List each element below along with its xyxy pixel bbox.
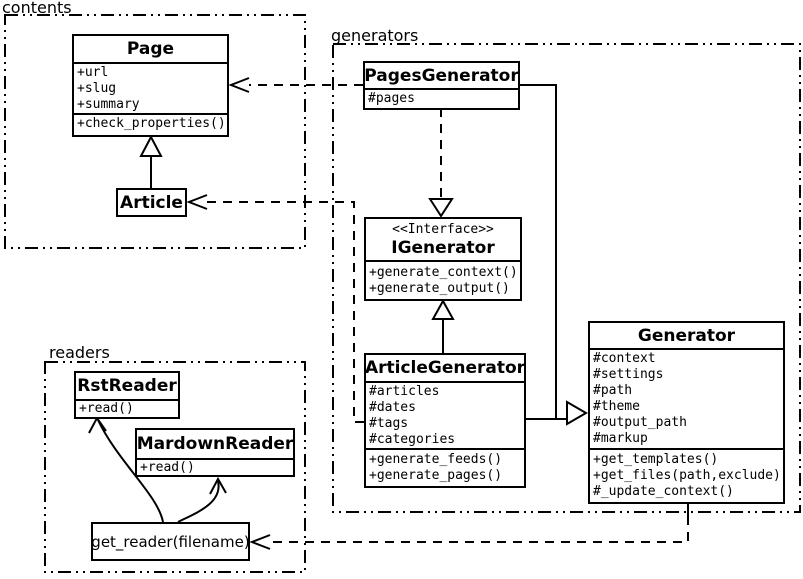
articlegenerator-to-article-dependency-arrowhead <box>186 194 208 210</box>
class-articlegenerator-title: ArticleGenerator <box>366 358 524 378</box>
contents-package-label: contents <box>2 0 72 17</box>
class-igenerator: <<Interface>> IGenerator +generate_conte… <box>364 217 522 301</box>
method: +generate_context() <box>369 265 518 280</box>
method: +generate_output() <box>369 281 510 296</box>
class-rstreader: RstReader +read() <box>74 371 180 419</box>
method: +read() <box>79 401 134 416</box>
attribute: #pages <box>368 91 415 106</box>
readers-package-border <box>44 361 306 573</box>
class-mardownreader-title: MardownReader <box>137 434 293 454</box>
attribute: #articles <box>369 384 440 399</box>
get-reader-function-box: get_reader(filename) <box>91 522 250 561</box>
attribute: #tags <box>369 416 409 431</box>
class-page: Page +url +slug +summary +check_properti… <box>72 34 229 137</box>
class-articlegenerator-attributes: #articles #dates #tags #categories <box>366 381 524 448</box>
class-igenerator-title: IGenerator <box>391 238 495 258</box>
class-generator-methods: +get_templates() +get_files(path,exclude… <box>590 448 783 502</box>
class-pagesgenerator-attributes: #pages <box>365 88 518 108</box>
articlegenerator-to-article-dependency-line <box>207 201 364 423</box>
class-generator: Generator #context #settings #path #them… <box>588 321 785 504</box>
pagesgenerator-to-generator-inheritance-line <box>519 84 567 420</box>
method: +get_files(path,exclude) <box>593 468 781 483</box>
generator-to-getreader-dependency-line <box>270 516 689 543</box>
class-pagesgenerator-title: PagesGenerator <box>365 65 518 86</box>
class-igenerator-header: <<Interface>> IGenerator <box>366 219 520 260</box>
attribute: #dates <box>369 400 416 415</box>
class-page-methods: +check_properties() <box>74 113 227 135</box>
attribute: #markup <box>593 431 648 446</box>
pagesgenerator-to-igenerator-realization-triangle <box>428 198 454 218</box>
class-article: Article <box>116 188 187 217</box>
generators-package-border <box>332 43 801 513</box>
article-to-page-inheritance-triangle <box>139 134 163 157</box>
generator-inheritance-triangle <box>566 400 588 426</box>
generators-package-label: generators <box>331 26 419 45</box>
method: #_update_context() <box>593 484 734 499</box>
readers-package-label: readers <box>49 343 110 362</box>
attribute: +summary <box>77 97 140 112</box>
class-page-attributes: +url +slug +summary <box>74 62 227 113</box>
generator-to-getreader-dependency-arrowhead <box>249 534 271 550</box>
method: +get_templates() <box>593 452 719 467</box>
method: +read() <box>140 460 195 475</box>
class-igenerator-stereotype: <<Interface>> <box>392 222 494 237</box>
articlegenerator-to-igenerator-inheritance-triangle <box>431 298 455 320</box>
getreader-to-mardownreader-line <box>177 480 220 523</box>
getreader-to-mardownreader-arrowhead <box>209 476 227 495</box>
pagesgenerator-to-page-dependency-arrowhead <box>228 77 250 93</box>
method: +generate_pages() <box>369 468 503 483</box>
class-page-title: Page <box>126 39 175 59</box>
class-pagesgenerator: PagesGenerator #pages <box>363 61 520 110</box>
class-igenerator-methods: +generate_context() +generate_output() <box>366 260 520 299</box>
attribute: #settings <box>593 367 664 382</box>
attribute: #path <box>593 383 633 398</box>
class-generator-attributes: #context #settings #path #theme #output_… <box>590 348 783 448</box>
class-mardownreader-methods: +read() <box>137 458 293 475</box>
attribute: +url <box>77 65 109 80</box>
class-generator-title: Generator <box>637 325 736 346</box>
attribute: #output_path <box>593 415 687 430</box>
class-article-title: Article <box>120 192 183 213</box>
class-articlegenerator: ArticleGenerator #articles #dates #tags … <box>364 353 526 488</box>
attribute: +slug <box>77 81 117 96</box>
attribute: #theme <box>593 399 640 414</box>
method: +check_properties() <box>77 116 226 131</box>
contents-package-border <box>4 14 306 249</box>
class-mardownreader: MardownReader +read() <box>135 428 295 477</box>
class-rstreader-title: RstReader <box>77 376 177 396</box>
class-rstreader-methods: +read() <box>76 399 178 417</box>
method: +generate_feeds() <box>369 452 503 467</box>
attribute: #context <box>593 351 656 366</box>
class-articlegenerator-methods: +generate_feeds() +generate_pages() <box>366 448 524 486</box>
attribute: #categories <box>369 432 456 447</box>
get-reader-function-label: get_reader(filename) <box>91 532 250 551</box>
